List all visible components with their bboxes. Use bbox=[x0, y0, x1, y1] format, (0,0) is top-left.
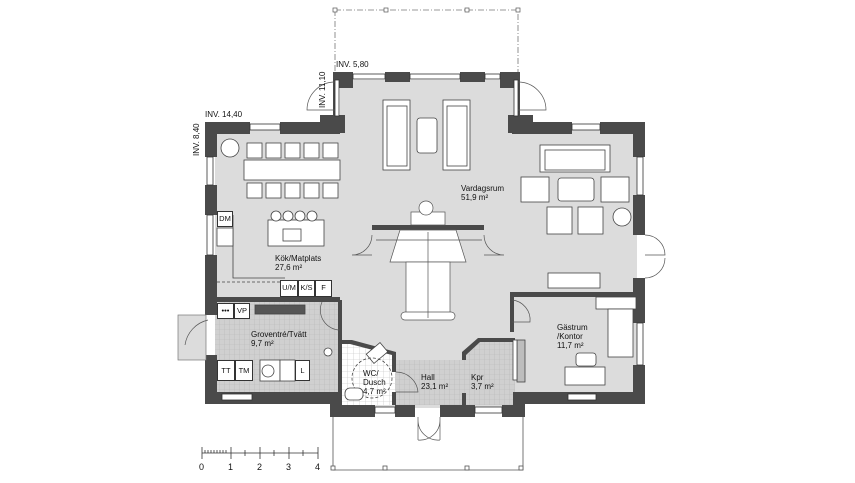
walls bbox=[205, 72, 645, 417]
room-name: Groventré/Tvätt bbox=[251, 330, 307, 339]
room-area: 11,7 m² bbox=[557, 341, 584, 350]
room-label-hall: Hall 23,1 m² bbox=[421, 373, 448, 391]
appliance-tt: TT bbox=[217, 360, 235, 381]
dimension-inv-580: INV. 5,80 bbox=[336, 60, 369, 69]
room-area: 9,7 m² bbox=[251, 339, 274, 348]
room-label-vardagsrum: Vardagsrum 51,9 m² bbox=[461, 184, 504, 202]
kitchen-furniture bbox=[216, 138, 341, 283]
appliance-hob: ••• bbox=[217, 303, 234, 319]
room-label-gastrum: Gästrum /Kontor 11,7 m² bbox=[557, 323, 588, 350]
appliance-um: U/M bbox=[280, 280, 298, 297]
front-porch bbox=[330, 417, 524, 471]
dimension-inv-840: INV. 8,40 bbox=[192, 123, 201, 156]
door-swings bbox=[177, 81, 666, 441]
room-area: 4,7 m² bbox=[363, 387, 386, 396]
appliance-l: L bbox=[295, 360, 310, 381]
room-label-kpr: Kpr 3,7 m² bbox=[471, 373, 494, 391]
scale-label-4: 4 bbox=[315, 462, 321, 472]
appliance-f: F bbox=[315, 280, 332, 297]
room-name-line2: /Kontor bbox=[557, 332, 583, 341]
room-label-wc: WC/ Dusch 4,7 m² bbox=[363, 369, 386, 396]
room-name-line2: Dusch bbox=[363, 378, 386, 387]
room-label-groventre: Groventré/Tvätt 9,7 m² bbox=[251, 330, 307, 348]
scale-label-0: 0 bbox=[199, 462, 205, 472]
room-area: 23,1 m² bbox=[421, 382, 449, 391]
upper-terrace bbox=[332, 7, 521, 75]
room-label-kok: Kök/Matplats 27,6 m² bbox=[275, 254, 321, 272]
room-name: Kök/Matplats bbox=[275, 254, 322, 263]
room-name: Kpr bbox=[471, 373, 484, 382]
appliance-ks: K/S bbox=[298, 280, 315, 297]
staircase bbox=[376, 200, 482, 321]
misc-furniture bbox=[254, 296, 637, 401]
dimension-inv-1110: INV. 11,10 bbox=[318, 71, 327, 108]
room-name: Vardagsrum bbox=[461, 184, 504, 193]
appliance-dm: DM bbox=[217, 211, 233, 227]
windows bbox=[206, 73, 644, 414]
scale-label-1: 1 bbox=[228, 462, 234, 472]
appliance-tm: TM bbox=[235, 360, 253, 381]
room-name: Hall bbox=[421, 373, 435, 382]
scale-bar bbox=[201, 447, 319, 459]
room-area: 51,9 m² bbox=[461, 193, 489, 202]
room-name-line1: Gästrum bbox=[557, 323, 588, 332]
scale-label-2: 2 bbox=[257, 462, 263, 472]
appliance-vp: VP bbox=[234, 303, 250, 319]
scale-label-3: 3 bbox=[286, 462, 292, 472]
dimension-inv-1440: INV. 14,40 bbox=[205, 110, 243, 119]
living-furniture bbox=[382, 99, 632, 289]
room-area: 27,6 m² bbox=[275, 263, 303, 272]
room-name-line1: WC/ bbox=[363, 369, 379, 378]
room-area: 3,7 m² bbox=[471, 382, 494, 391]
